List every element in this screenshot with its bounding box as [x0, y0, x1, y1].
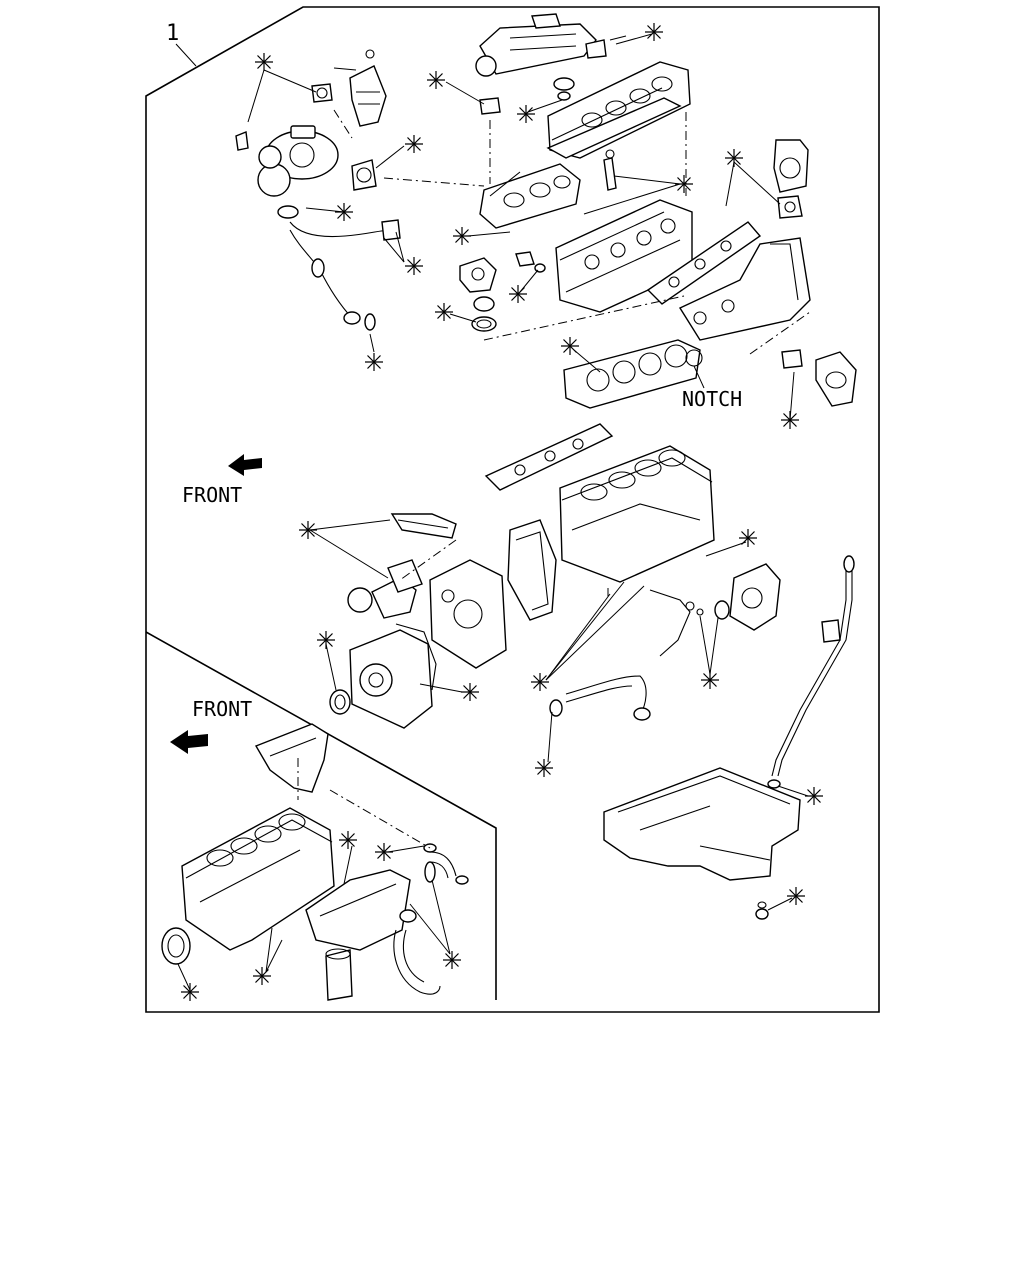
inset-intake-gasket: [254, 723, 329, 793]
front-label-upper: FRONT: [182, 483, 242, 507]
gasket-marker-icon: [404, 256, 424, 276]
gasket-marker-icon: [534, 758, 554, 778]
gasket-marker-icon: [338, 830, 358, 850]
gasket-marker-icon: [560, 336, 580, 356]
thermostat-gasket: [471, 316, 497, 332]
gasket-marker-icon: [404, 134, 424, 154]
water-outlet-sensor: [515, 251, 546, 273]
front-oil-seal: [329, 689, 351, 715]
gasket-marker-icon: [254, 52, 274, 72]
gasket-marker-icon: [724, 148, 744, 168]
exhaust-flange-gasket: [351, 159, 377, 191]
gasket-marker-icon: [374, 842, 394, 862]
gasket-marker-icon: [426, 70, 446, 90]
inset-rear-oil-seal: [161, 927, 191, 965]
intake-manifold-gasket: [646, 221, 762, 305]
water-hose-pipe: [565, 675, 651, 721]
exhaust-manifold: [479, 163, 581, 229]
notch-leader: [693, 365, 705, 389]
gasket-marker-icon: [804, 786, 824, 806]
gasket-marker-icon: [452, 226, 472, 246]
inset-o-ring: [424, 861, 436, 883]
oil-feed-pipe-lower: [649, 589, 704, 657]
gasket-marker-icon: [298, 520, 318, 540]
front-arrow-inset-icon: [170, 730, 208, 754]
kit-outline-frame: [145, 6, 880, 1013]
cylinder-block: [559, 445, 715, 583]
inset-oil-cooler-hose: [393, 909, 441, 995]
gasket-marker-icon: [316, 630, 336, 650]
head-cover-gasket: [546, 97, 682, 159]
gasket-marker-icon: [180, 982, 200, 1002]
egr-valve-gasket: [781, 349, 803, 369]
intake-side-gasket: [484, 423, 614, 491]
oil-pan-drain-plug: [755, 901, 769, 920]
front-arrow-icon: [228, 454, 262, 476]
front-label-inset: FRONT: [192, 697, 252, 721]
gauge-guide-o-ring: [767, 779, 781, 789]
egr-cooler: [475, 13, 597, 77]
gasket-marker-icon: [674, 174, 694, 194]
turbocharger: [257, 125, 339, 197]
leader-lines: [177, 33, 809, 991]
item-number-leader: [175, 43, 197, 67]
gasket-marker-icon: [508, 284, 528, 304]
turbo-inlet-gasket: [235, 131, 249, 151]
timing-case-gasket: [507, 519, 557, 621]
thermostat-housing: [459, 257, 497, 293]
inset-frame: [145, 631, 497, 1000]
timing-cover-gasket: [395, 623, 437, 691]
inset-cylinder-block: [181, 807, 335, 951]
thermostat: [473, 296, 495, 312]
notch-label: NOTCH: [682, 387, 742, 411]
intake-manifold: [678, 139, 811, 341]
gasket-marker-icon: [252, 966, 272, 986]
gasket-marker-icon: [516, 104, 536, 124]
catalytic-converter: [333, 49, 387, 127]
gasket-marker-icon: [644, 22, 664, 42]
fuel-injector: [603, 149, 617, 191]
gasket-marker-icon: [364, 352, 384, 372]
gasket-marker-icon: [434, 302, 454, 322]
gasket-marker-icon: [334, 202, 354, 222]
throttle-gasket: [777, 195, 803, 219]
oil-pan-upper-gasket: [390, 513, 457, 539]
gasket-marker-icon: [700, 670, 720, 690]
item-number-label: 1: [166, 21, 179, 46]
egr-lower-gasket: [479, 97, 501, 115]
gasket-marker-icon: [780, 410, 800, 430]
timing-cover: [349, 629, 433, 729]
assembly-dash-lines: [297, 109, 811, 849]
oil-feed-pipe: [277, 205, 401, 331]
turbo-outlet-gasket: [311, 83, 333, 103]
oil-level-gauge: [771, 555, 855, 777]
fuel-injection-pump: [729, 563, 781, 631]
inset-oil-cooler: [305, 869, 411, 1001]
injection-pump-o-ring: [714, 600, 730, 620]
gasket-marker-icon: [442, 950, 462, 970]
oil-pan: [603, 767, 801, 881]
gasket-marker-icon: [460, 682, 480, 702]
timing-gear-case: [429, 559, 507, 669]
oil-filler-cap: [553, 77, 575, 101]
gasket-marker-icon: [530, 672, 550, 692]
gasket-marker-icon: [738, 528, 758, 548]
water-hose-o-ring: [549, 699, 563, 717]
egr-valve: [815, 351, 857, 407]
cylinder-head-gasket: [563, 339, 701, 409]
gasket-marker-icon: [786, 886, 806, 906]
egr-gasket: [585, 35, 627, 59]
